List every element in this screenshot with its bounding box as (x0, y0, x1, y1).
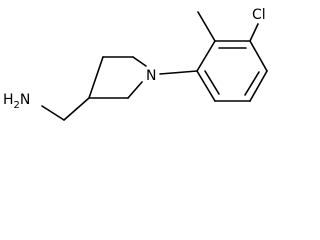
bond-ring-c5-n (132, 56, 147, 67)
bond-methylene-ring (63, 97, 90, 121)
amine-label: H2N (3, 92, 30, 111)
bond-benzene-c3-c4 (249, 40, 268, 72)
ring-nitrogen-label: N (146, 68, 156, 84)
bond-methyl (197, 11, 216, 42)
bond-n-aryl (159, 70, 198, 75)
bond-ring-n-c2 (127, 81, 143, 99)
chlorine-label: Cl (252, 7, 266, 23)
bond-amine-methylene (41, 105, 65, 121)
bond-benzene-c4-c5 (249, 70, 268, 102)
chemical-structure: H2N N Cl (3, 7, 268, 121)
bond-benzene-c6-c1 (196, 70, 216, 102)
bond-benzene-double-c6-c1 (204, 70, 220, 95)
bond-benzene-c1-c2 (196, 40, 216, 72)
amine-label-n: N (20, 92, 30, 108)
amine-label-subscript: 2 (14, 100, 20, 111)
bond-ring-c3-c4 (88, 56, 104, 99)
bond-benzene-double-c4-c5 (244, 71, 260, 96)
bond-chloro (249, 23, 259, 42)
amine-label-h: H (3, 92, 14, 108)
